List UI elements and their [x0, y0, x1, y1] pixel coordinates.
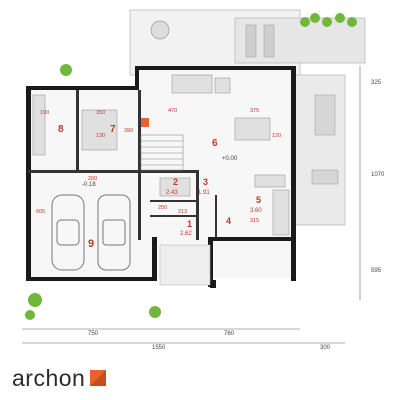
- interior-dim: 200: [88, 176, 97, 182]
- interior-dim: 605: [36, 209, 45, 215]
- exterior-dim-bottom-right: 300: [320, 345, 331, 351]
- shrubs: [25, 13, 357, 320]
- dimension-lines: [22, 66, 361, 344]
- room-number-2: 2: [173, 177, 178, 187]
- wall-bottom-left: [26, 277, 156, 281]
- room-area-2: 2.43: [166, 190, 178, 196]
- interior-dim: 130: [96, 133, 105, 139]
- wall-bath-low: [150, 215, 198, 217]
- shrub-1: [300, 17, 310, 27]
- room-number-3: 3: [203, 177, 208, 187]
- car-right: [97, 194, 131, 271]
- exterior-dim-right-bottom: 595: [371, 268, 382, 274]
- room-area-1: 2.62: [180, 231, 192, 237]
- room-area-3: 1.91: [198, 190, 210, 196]
- room-number-7: 7: [110, 124, 116, 135]
- interior-dim: 120: [272, 133, 281, 139]
- brand-name: archon: [12, 364, 86, 391]
- room-number-8: 8: [58, 124, 64, 135]
- wall-hall-top: [138, 170, 198, 173]
- bathtub: [159, 177, 191, 197]
- dining-table: [234, 117, 271, 141]
- interior-dim: 390: [124, 128, 133, 134]
- entrance-porch: [159, 244, 211, 286]
- wall-bath-mid: [150, 200, 198, 202]
- shrub-2: [310, 13, 320, 23]
- exterior-dim-right-middle: 1070: [371, 172, 385, 178]
- wall-vertical-2: [138, 90, 141, 240]
- room-area-5: 3.60: [250, 208, 262, 214]
- wall-vertical-1: [76, 90, 79, 170]
- car-right-cabin: [102, 219, 126, 246]
- wall-left: [26, 86, 31, 281]
- level-mark-main: +0.00: [222, 156, 238, 162]
- cars: [51, 194, 131, 271]
- interior-dim: 250: [158, 205, 167, 211]
- kitchen-counter: [272, 189, 290, 236]
- sunbed-2: [263, 24, 275, 58]
- interior-dim: 213: [178, 209, 187, 215]
- shrub-6: [60, 64, 72, 76]
- pillar-1: [152, 237, 157, 281]
- sofa: [171, 74, 213, 94]
- interior-dim: 315: [250, 218, 259, 224]
- wall-bottom-right: [210, 237, 296, 241]
- shrub-4: [335, 13, 345, 23]
- room-number-5: 5: [256, 195, 261, 205]
- interior-dim: 350: [96, 110, 105, 116]
- car-left: [51, 194, 85, 271]
- wall-top-right: [135, 66, 295, 70]
- wall-garage-top: [28, 170, 138, 173]
- interior-dim: 470: [168, 108, 177, 114]
- wall-top-left: [26, 86, 138, 90]
- level-mark-garage: -0.18: [82, 182, 96, 188]
- shrub-5: [347, 17, 357, 27]
- wall-vertical-3: [196, 170, 199, 240]
- wall-right: [291, 66, 296, 281]
- archon-logo: archon: [12, 364, 108, 391]
- shrub-3: [322, 17, 332, 27]
- pillar-3: [210, 280, 216, 288]
- bed-room7: [81, 109, 118, 151]
- stair-frame: [140, 134, 184, 171]
- sunbed-1: [245, 24, 257, 58]
- room-number-9: 9: [88, 238, 94, 250]
- shrub-7: [28, 293, 42, 307]
- interior-walls: [28, 90, 217, 240]
- room-number-6: 6: [212, 138, 218, 149]
- wall-step: [135, 66, 139, 90]
- outdoor-sofa: [311, 169, 339, 185]
- logo-mark-icon: [88, 368, 108, 388]
- exterior-dim-right-top: 325: [371, 80, 382, 86]
- shrub-9: [149, 306, 161, 318]
- interior-dim: 190: [40, 110, 49, 116]
- wall-room4: [215, 195, 217, 237]
- staircase: [140, 134, 184, 171]
- exterior-walls: [26, 66, 296, 288]
- furniture: [32, 74, 290, 236]
- round-table: [150, 20, 170, 40]
- room-number-4: 4: [226, 216, 231, 226]
- armchair: [214, 77, 231, 94]
- exterior-dim-bottom-center: 760: [224, 331, 235, 337]
- fireplace: [141, 118, 149, 127]
- pillar-2: [208, 237, 213, 287]
- exterior-dim-bottom-left: 750: [88, 331, 99, 337]
- terrace-deck: [234, 17, 366, 64]
- kitchen-island: [254, 174, 286, 188]
- wardrobe-room8: [32, 94, 46, 156]
- interior-dim: 375: [250, 108, 259, 114]
- shrub-8: [25, 310, 35, 320]
- car-left-cabin: [56, 219, 80, 246]
- outdoor-table: [314, 94, 336, 136]
- exterior-dim-bottom-total: 1550: [152, 345, 166, 351]
- room-number-1: 1: [187, 219, 192, 229]
